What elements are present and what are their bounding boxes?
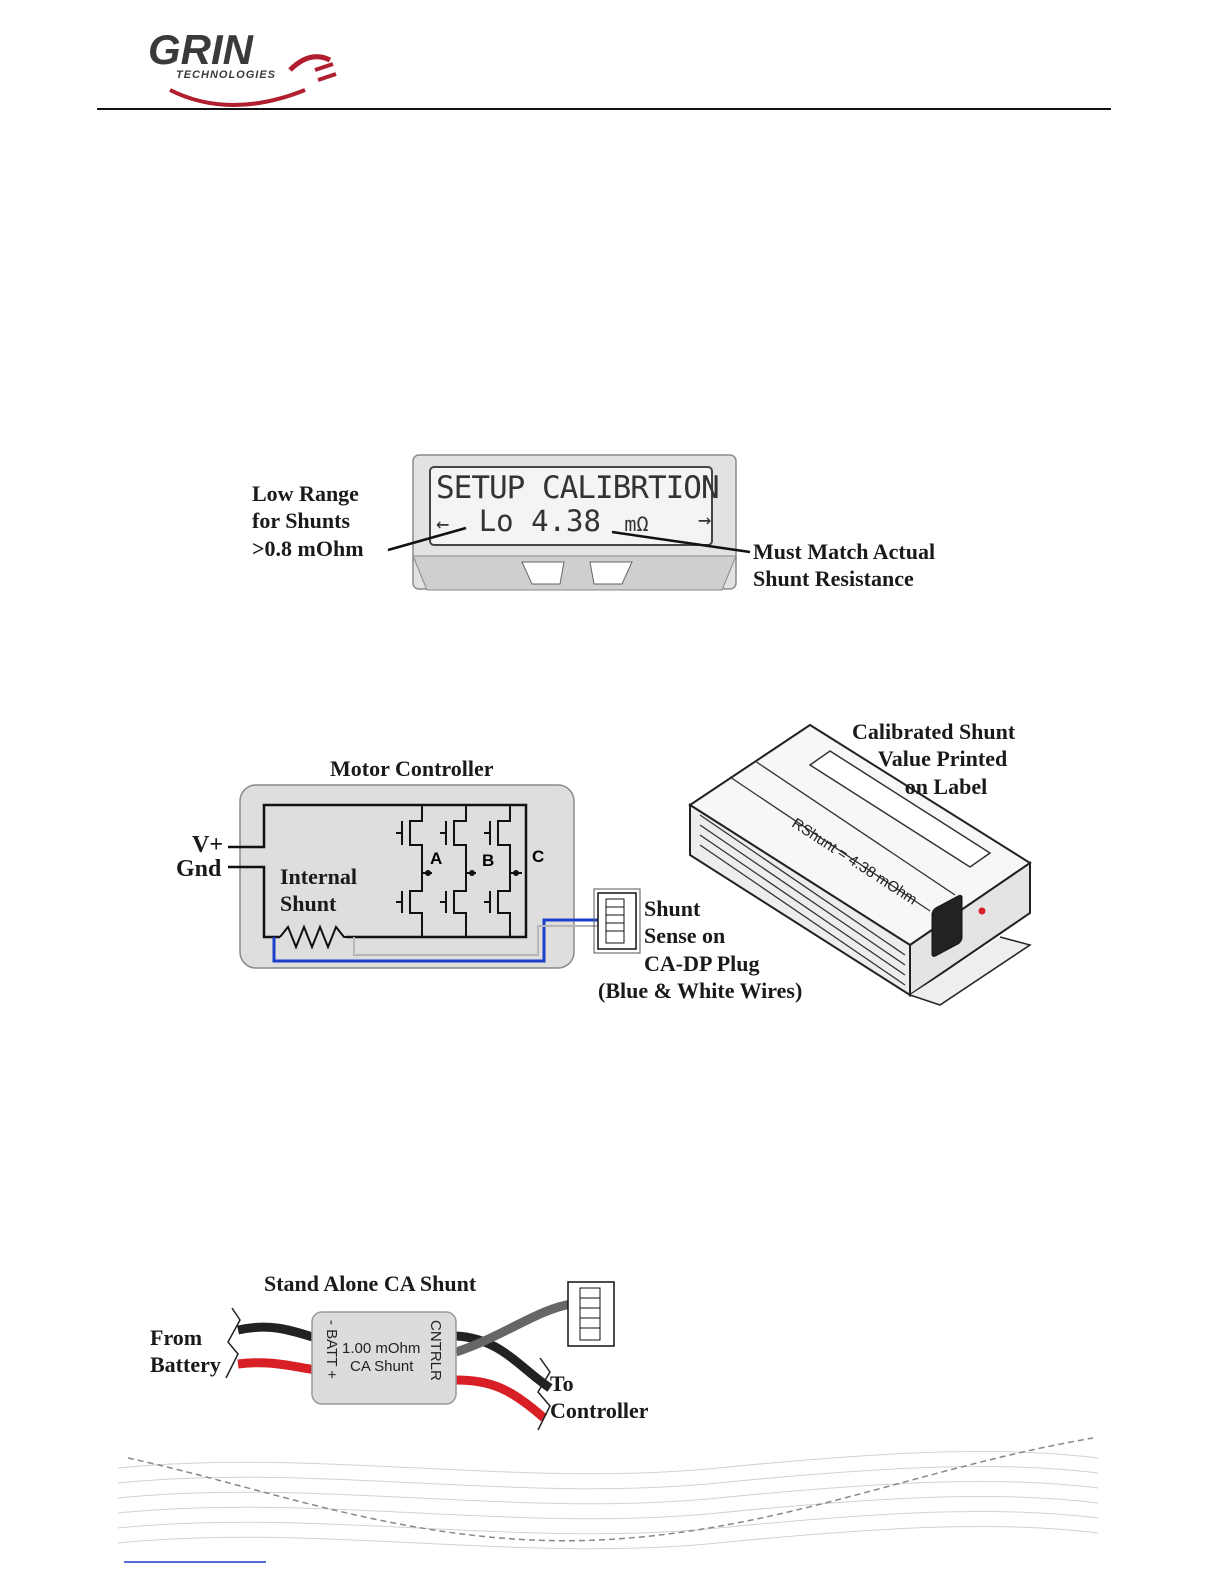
standalone-title: Stand Alone CA Shunt (264, 1271, 477, 1296)
phase-b-label: B (482, 851, 495, 870)
plug-note-line-3: CA-DP Plug (644, 950, 760, 976)
brand-sub: TECHNOLOGIES (176, 69, 276, 81)
plug-note: Shunt Sense on CA-DP Plug (Blue & White … (598, 895, 802, 1004)
from-battery-label: From Battery (150, 1324, 221, 1379)
lcd-line-2: ← Lo 4.38 mΩ → (436, 504, 716, 538)
calibrated-line-2: Value Printed (877, 746, 1008, 772)
header-rule (97, 108, 1111, 110)
lcd-unit: mΩ (624, 512, 649, 536)
callout-left-1: Low Range (252, 481, 359, 506)
shunt-value-text: 1.00 mOhm (342, 1340, 421, 1357)
lcd-line-1: SETUP CALIBRTION (436, 470, 720, 506)
right-arrow-icon: → (698, 508, 712, 533)
callout-right-2: Shunt Resistance (753, 566, 914, 592)
phase-c-label: C (532, 847, 545, 866)
lcd-leader-lines (387, 526, 751, 554)
to-controller-line-1: To (550, 1371, 574, 1396)
plug-note-line-4: (Blue & White Wires) (598, 977, 803, 1003)
callout-left-2: for Shunts (252, 508, 351, 534)
internal-shunt-line-2: Shunt (280, 891, 337, 917)
to-controller-line-2: Controller (550, 1398, 649, 1424)
brand-name: GRIN (148, 26, 255, 73)
calibrated-line-3: on Label (904, 773, 988, 799)
lcd-figure: SETUP CALIBRTION ← Lo 4.38 mΩ → Low Rang… (240, 450, 980, 600)
from-battery-line-2: Battery (150, 1352, 221, 1378)
shunt-name-text: CA Shunt (350, 1358, 414, 1375)
controller-figure: Motor Controller V+ Gnd Internal Shunt A… (170, 715, 1050, 1015)
lcd-value: Lo 4.38 (478, 504, 601, 538)
callout-must-match: Must Match Actual Shunt Resistance (753, 538, 935, 593)
controller-title: Motor Controller (330, 756, 494, 781)
batt-side-label: - BATT + (323, 1320, 340, 1380)
footer-waves (118, 1437, 1098, 1563)
plug-note-line-1: Shunt (644, 896, 701, 921)
vplus-label: V+ (192, 832, 224, 858)
plug-note-line-2: Sense on (644, 923, 726, 949)
page-header: GRIN TECHNOLOGIES (0, 0, 1224, 112)
from-battery-line-1: From (150, 1325, 203, 1350)
standalone-drawing (225, 1281, 615, 1431)
internal-shunt-label: Internal Shunt (280, 863, 357, 918)
callout-right-1: Must Match Actual (753, 539, 936, 564)
phase-a-label: A (430, 849, 443, 868)
grin-logo: GRIN TECHNOLOGIES (148, 26, 337, 107)
callout-left-3: >0.8 mOhm (252, 535, 364, 561)
standalone-figure: Stand Alone CA Shunt From Battery To Con… (140, 1268, 680, 1438)
controller-schematic (228, 723, 1032, 1006)
callout-low-range: Low Range for Shunts >0.8 mOhm (252, 480, 364, 562)
cntrlr-side-label: CNTRLR (427, 1320, 444, 1381)
calibrated-line-1: Calibrated Shunt (852, 719, 1016, 744)
calibrated-note: Calibrated Shunt Value Printed on Label (852, 718, 1015, 800)
gnd-label: Gnd (176, 856, 222, 882)
internal-shunt-line-1: Internal (280, 864, 357, 889)
to-controller-label: To Controller (550, 1370, 649, 1425)
left-arrow-icon: ← (436, 512, 450, 537)
lcd-device (412, 454, 737, 591)
